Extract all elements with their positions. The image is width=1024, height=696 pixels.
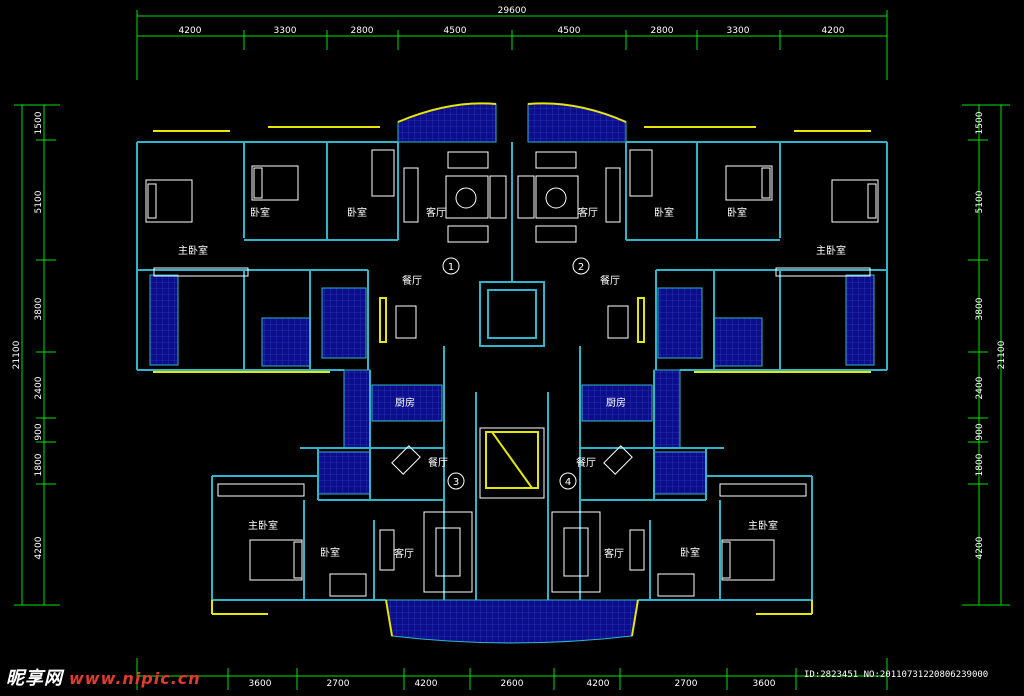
room-labels: 主卧室 卧室 卧室 客厅 餐厅 厨房 餐厅 主卧室 卧室 客厅 客厅 卧室 卧室… <box>178 206 846 560</box>
unit-number: 4 <box>565 477 571 488</box>
svg-text:3300: 3300 <box>727 26 750 36</box>
svg-text:3600: 3600 <box>753 679 776 689</box>
room-label: 厨房 <box>395 396 415 409</box>
bath-unit1-c <box>321 287 367 359</box>
svg-text:2800: 2800 <box>651 26 674 36</box>
svg-text:4500: 4500 <box>444 26 467 36</box>
bath-unit1-b <box>261 317 311 367</box>
svg-text:900: 900 <box>975 423 985 440</box>
room-label: 卧室 <box>727 206 747 219</box>
unit-number: 3 <box>453 477 459 488</box>
top-total-dim: 29600 <box>498 6 527 16</box>
kitchen-unit4-tiles <box>581 384 653 422</box>
kitchen-unit3-tiles <box>371 384 443 422</box>
svg-text:2600: 2600 <box>501 679 524 689</box>
left-segment-labels: 21100 1500 5100 3800 2400 900 1800 4200 <box>12 111 44 559</box>
bottom-segment-labels: 3600 2700 4200 2600 4200 2700 3600 <box>249 679 776 689</box>
shaft-right <box>653 369 681 449</box>
room-label: 客厅 <box>394 547 414 560</box>
svg-text:5100: 5100 <box>34 190 44 213</box>
room-label: 餐厅 <box>428 456 448 469</box>
bath-unit1-a <box>149 274 179 366</box>
svg-text:2400: 2400 <box>975 376 985 399</box>
top-segment-labels: 4200 3300 2800 4500 4500 2800 3300 4200 <box>179 26 845 36</box>
svg-text:4200: 4200 <box>587 679 610 689</box>
room-label: 餐厅 <box>600 274 620 287</box>
svg-text:1500: 1500 <box>34 111 44 134</box>
svg-text:4200: 4200 <box>415 679 438 689</box>
bottom-dimension-chain <box>136 658 888 690</box>
room-label: 客厅 <box>578 206 598 219</box>
bath-unit4 <box>653 451 707 495</box>
svg-text:2400: 2400 <box>34 376 44 399</box>
unit-number: 2 <box>578 262 584 273</box>
room-label: 主卧室 <box>178 244 208 257</box>
bath-unit2-a <box>845 274 875 366</box>
right-segment-labels: 21100 1500 5100 3800 2400 900 1800 4200 <box>975 111 1007 559</box>
svg-text:4200: 4200 <box>34 536 44 559</box>
right-dimension-chain <box>962 104 1010 606</box>
svg-text:3800: 3800 <box>975 297 985 320</box>
windows <box>153 102 871 637</box>
top-dimension-chain <box>136 10 888 80</box>
room-label: 主卧室 <box>816 244 846 257</box>
svg-text:4200: 4200 <box>822 26 845 36</box>
balcony-unit-2 <box>527 102 627 143</box>
room-label: 厨房 <box>606 396 626 409</box>
svg-text:21100: 21100 <box>997 340 1007 369</box>
svg-text:3600: 3600 <box>249 679 272 689</box>
svg-text:1800: 1800 <box>975 453 985 476</box>
room-label: 卧室 <box>320 546 340 559</box>
room-label: 卧室 <box>347 206 367 219</box>
watermark-image-id: ID:2823451 NO:20110731220806239000 <box>804 670 989 680</box>
tiled-areas <box>149 102 875 644</box>
room-label: 客厅 <box>426 206 446 219</box>
svg-text:5100: 5100 <box>975 190 985 213</box>
svg-text:900: 900 <box>34 423 44 440</box>
svg-text:2700: 2700 <box>327 679 350 689</box>
svg-text:4200: 4200 <box>179 26 202 36</box>
svg-text:2800: 2800 <box>351 26 374 36</box>
room-label: 餐厅 <box>402 274 422 287</box>
svg-text:3300: 3300 <box>274 26 297 36</box>
left-dimension-chain <box>14 104 60 606</box>
balcony-bottom <box>385 599 639 644</box>
room-label: 卧室 <box>654 206 674 219</box>
unit-number: 1 <box>448 262 454 273</box>
watermark-domain: www.nipic.cn <box>69 669 201 688</box>
room-label: 卧室 <box>680 546 700 559</box>
bath-unit2-b <box>713 317 763 367</box>
watermark-brand-text: 昵享网 <box>6 668 63 689</box>
svg-text:4500: 4500 <box>558 26 581 36</box>
room-label: 主卧室 <box>248 519 278 532</box>
shaft-left <box>343 369 371 449</box>
watermark-brand: 昵享网 www.nipic.cn <box>6 664 201 690</box>
bath-unit2-c <box>657 287 703 359</box>
balcony-unit-1 <box>397 102 497 143</box>
unit-markers: 1 2 3 4 <box>442 257 590 490</box>
svg-text:2700: 2700 <box>675 679 698 689</box>
furniture <box>145 149 879 597</box>
room-label: 卧室 <box>250 206 270 219</box>
walls <box>136 141 888 601</box>
svg-text:1500: 1500 <box>975 111 985 134</box>
svg-text:1800: 1800 <box>34 453 44 476</box>
bath-unit3 <box>317 451 371 495</box>
svg-text:21100: 21100 <box>12 340 22 369</box>
room-label: 客厅 <box>604 547 624 560</box>
svg-text:4200: 4200 <box>975 536 985 559</box>
room-label: 餐厅 <box>576 456 596 469</box>
svg-text:3800: 3800 <box>34 297 44 320</box>
room-label: 主卧室 <box>748 519 778 532</box>
